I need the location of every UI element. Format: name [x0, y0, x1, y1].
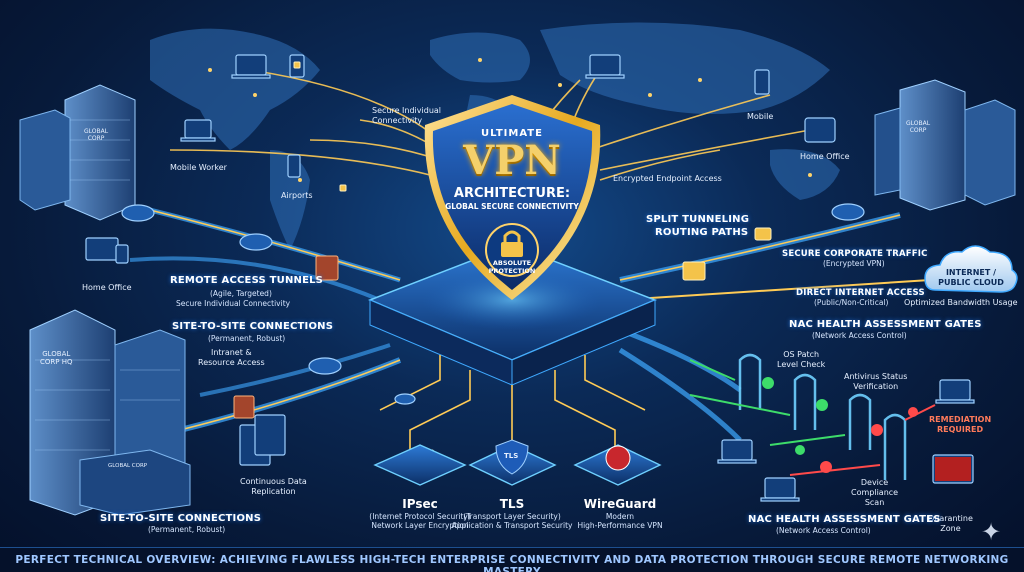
protocol-tls-desc2: Application & Transport Security — [451, 521, 573, 530]
nac-arrows — [689, 359, 936, 476]
wireguard-icon — [605, 445, 631, 471]
protocol-ipsec-name: IPsec — [402, 497, 438, 511]
label-remediation: REMEDIATION REQUIRED — [929, 415, 992, 434]
check-marks — [762, 377, 828, 455]
building-left-bottom — [29, 309, 191, 516]
label-mobile: Mobile — [747, 112, 774, 121]
label-airports: Airports — [281, 191, 313, 200]
title-subtitle: GLOBAL SECURE CONNECTIVITY — [445, 202, 579, 211]
protocol-wireguard-desc2: High-Performance VPN — [577, 521, 663, 530]
s2s-header-bottom: SITE-TO-SITE CONNECTIONS — [100, 513, 262, 524]
cloud-shape — [924, 245, 1018, 293]
remote-access-sub2: Secure Individual Connectivity — [176, 299, 291, 308]
split-tunnel-header-2: ROUTING PATHS — [655, 227, 749, 238]
label-antivirus: Antivirus Status Verification — [844, 372, 908, 391]
remote-access-sub1: (Agile, Targeted) — [210, 289, 272, 298]
label-home-office-left: Home Office — [82, 283, 132, 292]
label-intranet: Intranet & Resource Access — [198, 348, 265, 367]
s2s-sub-bottom: (Permanent, Robust) — [148, 525, 226, 534]
label-bandwidth: Optimized Bandwidth Usage — [904, 298, 1018, 307]
label-replication: Continuous Data Replication — [240, 477, 307, 496]
nac-sub-top: (Network Access Control) — [812, 331, 907, 340]
label-mobile-worker: Mobile Worker — [170, 163, 227, 172]
nac-gates — [738, 353, 907, 480]
direct-internet-header: DIRECT INTERNET ACCESS — [796, 288, 925, 298]
nac-header-bottom: NAC HEALTH ASSESSMENT GATES — [748, 514, 941, 525]
building-right — [874, 79, 1016, 211]
quarantine-screen — [935, 457, 971, 481]
label-device-compliance: Device Compliance Scan — [851, 478, 899, 507]
label-encrypted-endpoint: Encrypted Endpoint Access — [613, 174, 722, 183]
vpn-shield — [424, 95, 601, 300]
remote-access-header: REMOTE ACCESS TUNNELS — [170, 275, 324, 286]
tls-icon-text: TLS — [504, 452, 519, 460]
protocol-tls-desc1: (Transport Layer Security) — [463, 512, 561, 521]
label-home-office-right: Home Office — [800, 152, 850, 161]
s2s-header-top: SITE-TO-SITE CONNECTIONS — [172, 321, 334, 332]
nac-sub-bottom: (Network Access Control) — [776, 526, 871, 535]
cloud-label: INTERNET / PUBLIC CLOUD — [938, 268, 1004, 287]
routers — [121, 203, 865, 405]
tls-shield-icon — [495, 439, 529, 475]
badge-line-1: ABSOLUTE — [492, 259, 532, 267]
label-building-top: GLOBAL CORP — [84, 128, 109, 142]
protocol-wireguard-desc1: Modern — [605, 512, 635, 521]
direct-internet-sub: (Public/Non-Critical) — [814, 298, 889, 307]
firewalls — [233, 255, 339, 419]
protocol-tls-name: TLS — [499, 497, 525, 511]
protocol-ipsec-desc1: (Internet Protocol Security) — [369, 512, 471, 521]
sparkle-icon: ✦ — [981, 518, 1002, 546]
badge-line-2: PROTECTION — [488, 267, 536, 275]
deny-marks — [820, 407, 918, 473]
label-building-side: GLOBAL CORP — [108, 463, 148, 469]
label-building-hq: GLOBAL CORP HQ — [40, 350, 73, 366]
secure-corp-header: SECURE CORPORATE TRAFFIC — [782, 249, 928, 259]
secure-corp-sub: (Encrypted VPN) — [823, 259, 885, 268]
footer-text: PERFECT TECHNICAL OVERVIEW: ACHIEVING FL… — [15, 554, 1009, 572]
protection-badge: ABSOLUTE PROTECTION — [472, 259, 552, 275]
building-left-top — [19, 84, 136, 221]
protocol-wireguard-name: WireGuard — [583, 497, 657, 511]
s2s-sub-top: (Permanent, Robust) — [208, 334, 286, 343]
label-quarantine: Quarantine Zone — [928, 514, 973, 533]
split-tunnel-header-1: SPLIT TUNNELING — [646, 214, 750, 225]
nac-header-top: NAC HEALTH ASSESSMENT GATES — [789, 319, 982, 330]
label-building-right: GLOBAL CORP — [906, 120, 931, 134]
title-architecture: ARCHITECTURE: — [453, 186, 571, 201]
protocol-ipsec-desc2: Network Layer Encryption — [371, 521, 469, 530]
title-vpn: VPN — [463, 137, 561, 184]
label-secure-individual: Secure Individual Connectivity — [372, 106, 442, 125]
protocol-traces — [379, 355, 646, 450]
title-ultimate: ULTIMATE — [481, 128, 543, 139]
footer-banner: PERFECT TECHNICAL OVERVIEW: ACHIEVING FL… — [0, 547, 1024, 572]
label-os-patch: OS Patch Level Check — [777, 350, 826, 369]
